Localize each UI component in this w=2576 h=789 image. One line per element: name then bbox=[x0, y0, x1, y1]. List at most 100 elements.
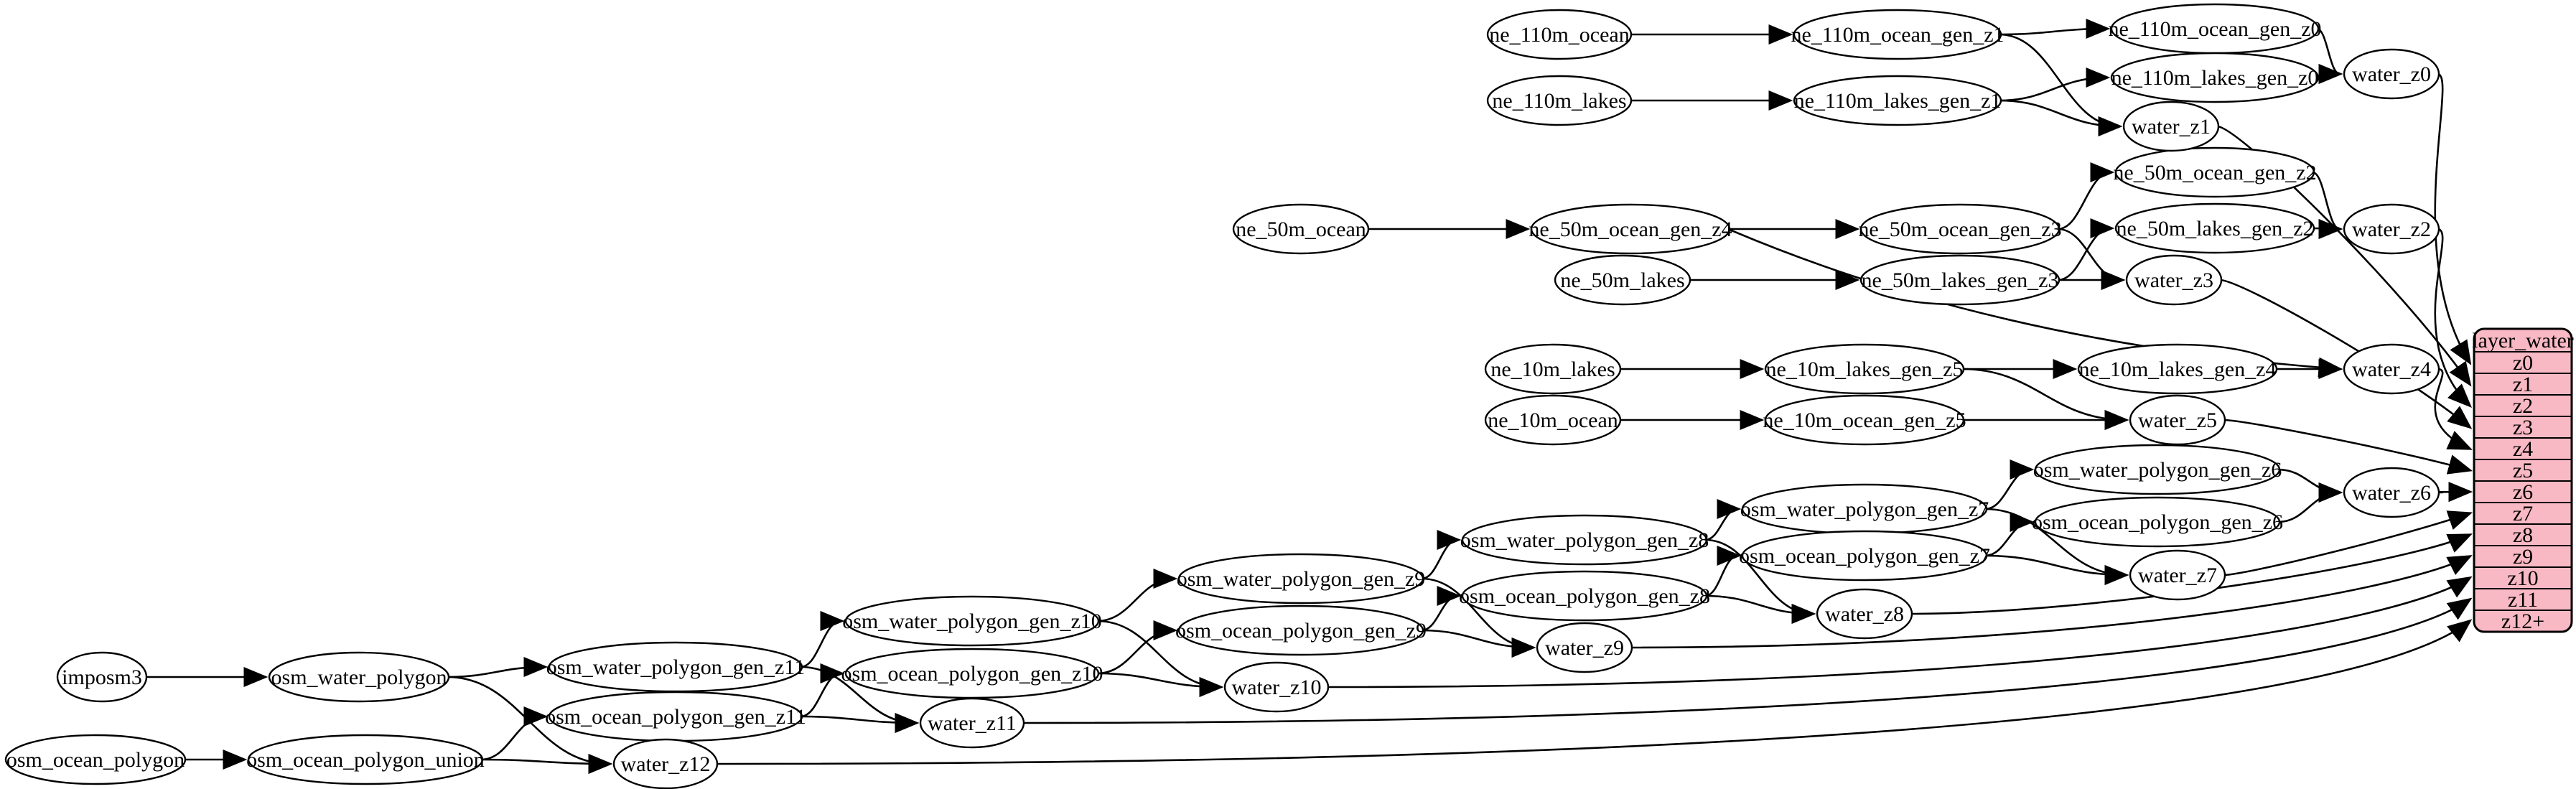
node-ellipse-ne_50m_ocean bbox=[1232, 203, 1370, 255]
table-row-z3: z3 bbox=[2513, 416, 2533, 439]
node-label-water_z8: water_z8 bbox=[1825, 602, 1904, 626]
table-row-z10: z10 bbox=[2507, 566, 2538, 590]
node-label-osm_ocean_polygon_gen_z7: osm_ocean_polygon_gen_z7 bbox=[1739, 544, 1990, 568]
graph-node-water_z6: water_z6 bbox=[2343, 467, 2440, 518]
edge-water_z10-to-layer_water-z10 bbox=[1326, 576, 2473, 688]
node-ellipse-osm_water_polygon_gen_z6 bbox=[2034, 444, 2281, 495]
edge-osm_ocean_polygon_gen_z6-to-water_z6 bbox=[2277, 482, 2343, 523]
edge-water_z9-to-layer_water-z9 bbox=[1630, 555, 2473, 649]
node-ellipse-ne_110m_lakes_gen_z1 bbox=[1793, 75, 2002, 126]
table-row-z1: z1 bbox=[2513, 373, 2533, 396]
table-row-z9: z9 bbox=[2513, 545, 2533, 569]
node-ellipse-ne_50m_ocean_gen_z2 bbox=[2114, 146, 2315, 198]
edge-osm_ocean_polygon_gen_z9-to-osm_ocean_polygon_gen_z8 bbox=[1421, 585, 1462, 632]
graph-node-ne_50m_lakes: ne_50m_lakes bbox=[1554, 254, 1691, 306]
node-ellipse-water_z8 bbox=[1816, 588, 1913, 640]
graph-node-osm_ocean_polygon_gen_z7: osm_ocean_polygon_gen_z7 bbox=[1739, 530, 1990, 582]
node-label-ne_50m_lakes: ne_50m_lakes bbox=[1560, 269, 1684, 292]
graph-node-ne_10m_lakes_gen_z4: ne_10m_lakes_gen_z4 bbox=[2077, 343, 2278, 395]
node-label-osm_water_polygon_gen_z10: osm_water_polygon_gen_z10 bbox=[842, 610, 1102, 633]
node-ellipse-water_z7 bbox=[2129, 549, 2226, 601]
node-label-osm_ocean_polygon_union: osm_ocean_polygon_union bbox=[246, 748, 485, 772]
edge-osm_ocean_polygon_gen_z8-to-osm_ocean_polygon_gen_z7 bbox=[1704, 545, 1742, 597]
edge-osm_ocean_polygon_gen_z7-to-osm_ocean_polygon_gen_z6 bbox=[1984, 511, 2035, 557]
node-label-ne_50m_ocean_gen_z4: ne_50m_ocean_gen_z4 bbox=[1529, 218, 1732, 241]
node-label-water_z6: water_z6 bbox=[2352, 481, 2431, 505]
node-label-water_z11: water_z11 bbox=[928, 711, 1017, 735]
graph-node-ne_110m_ocean: ne_110m_ocean bbox=[1486, 9, 1633, 60]
node-label-water_z0: water_z0 bbox=[2352, 62, 2431, 86]
edge-osm_ocean_polygon_union-to-osm_ocean_polygon_gen_z11 bbox=[480, 706, 549, 761]
edge-water_z0-to-layer_water-z0 bbox=[2434, 73, 2472, 365]
edge-water_z5-to-layer_water-z5 bbox=[2223, 419, 2473, 475]
graph-node-osm_ocean_polygon_gen_z11: osm_ocean_polygon_gen_z11 bbox=[545, 691, 806, 742]
node-ellipse-osm_ocean_polygon_gen_z8 bbox=[1461, 570, 1708, 622]
node-ellipse-ne_110m_ocean bbox=[1486, 9, 1633, 60]
edge-osm_water_polygon_gen_z10-to-osm_water_polygon_gen_z9 bbox=[1096, 568, 1178, 622]
graph-node-osm_ocean_polygon_gen_z6: osm_ocean_polygon_gen_z6 bbox=[2032, 496, 2283, 548]
layer-water-table: layer_waterz0z1z2z3z4z5z6z7z8z9z10z11z12… bbox=[2472, 327, 2574, 633]
graph-node-water_z7: water_z7 bbox=[2129, 549, 2226, 601]
edge-osm_ocean_polygon_gen_z7-to-water_z7 bbox=[1984, 554, 2129, 586]
node-label-ne_10m_lakes_gen_z5: ne_10m_lakes_gen_z5 bbox=[1766, 358, 1964, 381]
graph-node-water_z1: water_z1 bbox=[2122, 101, 2220, 152]
graph-node-ne_110m_lakes_gen_z1: ne_110m_lakes_gen_z1 bbox=[1793, 75, 2002, 126]
graph-node-ne_50m_ocean_gen_z4: ne_50m_ocean_gen_z4 bbox=[1529, 203, 1732, 255]
edge-ne_50m_ocean_gen_z3-to-ne_50m_ocean_gen_z2 bbox=[2057, 162, 2115, 230]
node-ellipse-osm_water_polygon_gen_z8 bbox=[1461, 514, 1708, 566]
edge-osm_water_polygon_gen_z8-to-osm_water_polygon_gen_z7 bbox=[1704, 498, 1742, 541]
node-ellipse-water_z4 bbox=[2343, 343, 2440, 395]
graph-node-ne_10m_lakes: ne_10m_lakes bbox=[1484, 343, 1622, 395]
table-row-z7: z7 bbox=[2513, 502, 2533, 526]
node-label-osm_water_polygon: osm_water_polygon bbox=[271, 666, 447, 689]
node-ellipse-ne_50m_lakes_gen_z2 bbox=[2114, 202, 2315, 254]
node-label-osm_ocean_polygon_gen_z9: osm_ocean_polygon_gen_z9 bbox=[1175, 619, 1427, 643]
node-ellipse-ne_50m_ocean_gen_z3 bbox=[1859, 203, 2061, 255]
graph-node-ne_50m_ocean_gen_z3: ne_50m_ocean_gen_z3 bbox=[1858, 203, 2062, 255]
graph-node-water_z5: water_z5 bbox=[2129, 394, 2226, 446]
node-label-ne_10m_lakes_gen_z4: ne_10m_lakes_gen_z4 bbox=[2079, 358, 2277, 381]
node-ellipse-ne_10m_lakes bbox=[1484, 343, 1622, 395]
edge-osm_water_polygon_gen_z6-to-water_z6 bbox=[2277, 468, 2343, 503]
table-row-z0: z0 bbox=[2513, 351, 2533, 375]
edge-layer bbox=[144, 18, 2473, 775]
node-label-osm_ocean_polygon_gen_z10: osm_ocean_polygon_gen_z10 bbox=[841, 662, 1103, 686]
node-ellipse-water_z6 bbox=[2343, 467, 2440, 518]
node-ellipse-ne_10m_ocean bbox=[1484, 394, 1622, 446]
graph-node-osm_water_polygon_gen_z11: osm_water_polygon_gen_z11 bbox=[546, 641, 805, 693]
edge-osm_water_polygon_gen_z11-to-osm_water_polygon_gen_z10 bbox=[800, 610, 845, 668]
node-label-water_z3: water_z3 bbox=[2134, 269, 2213, 292]
edge-water_z11-to-layer_water-z11 bbox=[1022, 597, 2473, 724]
node-label-ne_50m_lakes_gen_z3: ne_50m_lakes_gen_z3 bbox=[1862, 269, 2059, 292]
table-row-z8: z8 bbox=[2513, 523, 2533, 547]
graph-node-osm_ocean_polygon_gen_z9: osm_ocean_polygon_gen_z9 bbox=[1175, 604, 1427, 656]
table-row-z6: z6 bbox=[2513, 480, 2533, 504]
graph-node-osm_water_polygon_gen_z8: osm_water_polygon_gen_z8 bbox=[1460, 514, 1709, 566]
node-ellipse-ne_110m_ocean_gen_z1 bbox=[1793, 9, 2002, 60]
edge-osm_ocean_polygon_gen_z11-to-water_z11 bbox=[800, 712, 920, 734]
node-ellipse-osm_water_polygon_gen_z9 bbox=[1177, 553, 1424, 604]
node-ellipse-osm_water_polygon_gen_z10 bbox=[844, 595, 1100, 647]
node-label-osm_ocean_polygon_gen_z11: osm_ocean_polygon_gen_z11 bbox=[545, 705, 806, 729]
node-ellipse-ne_110m_lakes_gen_z0 bbox=[2110, 52, 2320, 103]
edge-ne_110m_ocean_gen_z1-to-ne_110m_ocean_gen_z0 bbox=[1999, 18, 2111, 39]
graph-node-water_z8: water_z8 bbox=[1816, 588, 1913, 640]
edge-osm_ocean_polygon_gen_z8-to-water_z8 bbox=[1704, 594, 1816, 625]
edge-water_z12-to-layer_water-z12+ bbox=[715, 619, 2473, 765]
graph-node-osm_ocean_polygon: osm_ocean_polygon bbox=[4, 734, 187, 785]
node-label-ne_110m_ocean: ne_110m_ocean bbox=[1489, 23, 1629, 47]
table-row-z4: z4 bbox=[2513, 437, 2533, 461]
edge-water_z8-to-layer_water-z8 bbox=[1910, 533, 2473, 615]
edge-ne_50m_lakes_gen_z3-to-ne_50m_lakes_gen_z2 bbox=[2057, 218, 2115, 281]
graph-node-water_z10: water_z10 bbox=[1223, 661, 1330, 713]
node-label-water_z7: water_z7 bbox=[2138, 564, 2217, 587]
graph-node-ne_50m_lakes_gen_z3: ne_50m_lakes_gen_z3 bbox=[1859, 254, 2061, 306]
node-ellipse-imposm3 bbox=[56, 651, 148, 703]
node-ellipse-ne_10m_lakes_gen_z5 bbox=[1764, 343, 1965, 395]
edge-ne_50m_ocean_gen_z2-to-water_z2 bbox=[2312, 171, 2343, 239]
edge-ne_110m_lakes_gen_z1-to-ne_110m_lakes_gen_z0 bbox=[1999, 67, 2111, 102]
node-label-ne_50m_ocean: ne_50m_ocean bbox=[1236, 218, 1366, 241]
node-label-osm_ocean_polygon_gen_z8: osm_ocean_polygon_gen_z8 bbox=[1459, 584, 1710, 608]
